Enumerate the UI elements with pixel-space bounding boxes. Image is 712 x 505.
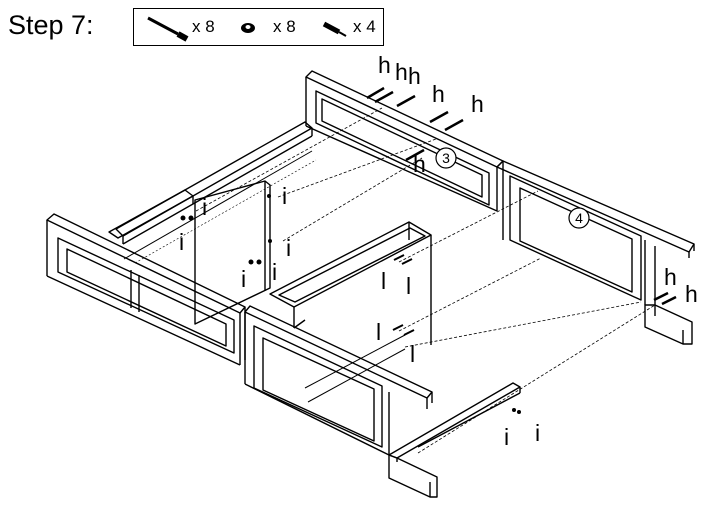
label-i: i: [272, 259, 277, 285]
label-i: i: [286, 235, 291, 261]
part-quantity: x 8: [273, 17, 296, 36]
left-rail: [108, 189, 194, 239]
part-quantity: x 4: [353, 17, 376, 36]
label-i: i: [535, 420, 540, 446]
part-barrel-nut: x 8: [235, 9, 305, 45]
panel-number-3-text: 3: [442, 150, 450, 166]
label-h: h: [408, 63, 421, 89]
panel-number-4-text: 4: [575, 210, 583, 226]
left-end-panel: [46, 213, 246, 366]
part-short-screw: x 4: [319, 9, 383, 45]
label-h: h: [471, 91, 484, 117]
labels-i: i i i i i i i i: [179, 183, 540, 450]
label-l: l: [410, 341, 415, 367]
connector-lines: [195, 107, 656, 454]
right-leg: [644, 304, 693, 345]
label-i: i: [241, 266, 246, 292]
part-long-bolt: x 8: [142, 9, 215, 45]
screws-l: [392, 254, 415, 336]
short-screw-icon: [322, 21, 347, 37]
label-i: i: [179, 229, 184, 255]
label-h: h: [664, 264, 677, 290]
bolts-h: [366, 86, 677, 306]
label-h: h: [395, 59, 408, 85]
label-h: h: [432, 81, 445, 107]
long-bolt-icon: [147, 16, 189, 42]
nuts-i: [180, 194, 521, 414]
label-l: l: [381, 268, 386, 294]
label-i: i: [282, 183, 287, 209]
panel-number-4: 4: [568, 207, 590, 229]
label-h: h: [413, 151, 426, 177]
labels-l: l l l l: [376, 268, 415, 367]
barrel-nut-icon: [241, 23, 255, 33]
center-end-panel: [244, 305, 433, 456]
rear-upright-panel: [194, 180, 271, 325]
label-i: i: [504, 424, 509, 450]
label-l: l: [406, 273, 411, 299]
label-i: i: [202, 194, 207, 220]
label-h: h: [378, 52, 391, 78]
step-title: Step 7:: [8, 10, 94, 40]
center-drawer-box: [269, 221, 432, 345]
labels-h: h h h h h h h h: [378, 52, 698, 307]
label-h: h: [685, 281, 698, 307]
label-l: l: [376, 319, 381, 345]
panel-number-3: 3: [435, 147, 457, 169]
part-quantity: x 8: [192, 17, 215, 36]
front-leg: [388, 454, 438, 498]
front-bottom-rail: [388, 382, 521, 462]
parts-list: x 8 x 8 x 4: [133, 8, 384, 46]
panel-4-frame: [496, 160, 695, 305]
